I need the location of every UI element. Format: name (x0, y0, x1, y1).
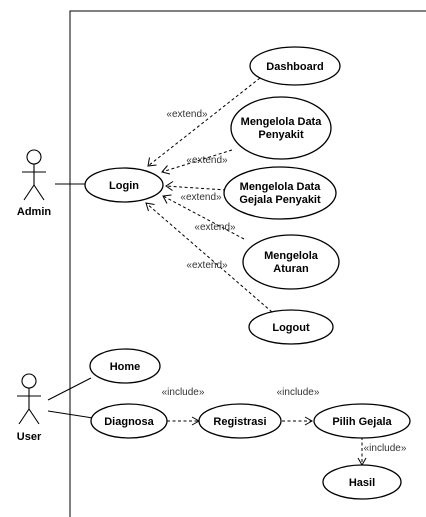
usecase-pilih-gejala: Pilih Gejala (313, 403, 411, 439)
usecase-pilih-gejala-label: Pilih Gejala (332, 416, 392, 428)
usecase-logout-label: Logout (272, 322, 310, 334)
actor-user-left-leg (18, 408, 30, 425)
usecase-aturan-label-line2: Aturan (273, 263, 309, 275)
system-boundary (69, 10, 426, 517)
include-label: «include» (364, 443, 407, 454)
extend-gejala-login (165, 181, 227, 191)
actor-admin-head (26, 149, 42, 165)
actor-user-label: User (17, 431, 42, 443)
actor-user-right-leg (28, 408, 40, 425)
actor-admin-right-leg (33, 184, 45, 201)
usecase-diagnosa: Diagnosa (90, 403, 168, 439)
include-registrasi-pilih-gejala (282, 416, 314, 426)
usecase-home-label: Home (110, 361, 141, 373)
usecase-mengelola-data-penyakit: Mengelola Data Penyakit (230, 96, 332, 160)
usecase-penyakit-label-line1: Mengelola Data (241, 116, 323, 128)
actor-user: User (17, 373, 42, 443)
actor-user-head (21, 373, 37, 389)
usecase-login-label: Login (109, 180, 139, 192)
include-diagnosa-registrasi (167, 416, 201, 426)
usecase-logout: Logout (248, 309, 334, 345)
usecase-aturan-label-line1: Mengelola (264, 250, 319, 262)
extend-label: «extend» (194, 222, 236, 233)
association-user-diagnosa (47, 410, 94, 419)
extend-label: «extend» (186, 155, 228, 166)
extend-logout-login (145, 202, 273, 313)
extend-label: «extend» (166, 109, 208, 120)
usecase-hasil-label: Hasil (349, 477, 375, 489)
extend-penyakit-login (161, 149, 233, 175)
usecase-dashboard-label: Dashboard (266, 61, 323, 73)
extend-label: «extend» (180, 192, 222, 203)
usecase-registrasi-label: Registrasi (213, 416, 266, 428)
usecase-penyakit-label-line2: Penyakit (258, 129, 304, 141)
actor-admin: Admin (17, 149, 52, 218)
usecase-hasil: Hasil (322, 464, 402, 500)
usecase-diagnosa-label: Diagnosa (104, 416, 154, 428)
association-user-home (47, 377, 92, 401)
extend-label: «extend» (186, 260, 228, 271)
extend-dashboard-login (147, 77, 261, 167)
include-label: «include» (277, 387, 320, 398)
usecase-mengelola-data-gejala-penyakit: Mengelola Data Gejala Penyakit (223, 166, 337, 220)
usecase-registrasi: Registrasi (198, 403, 282, 439)
usecase-mengelola-aturan: Mengelola Aturan (242, 234, 340, 290)
usecase-home: Home (89, 348, 161, 384)
extend-aturan-login (162, 194, 245, 240)
include-label: «include» (162, 387, 205, 398)
usecase-gejala-label-line1: Mengelola Data (240, 181, 322, 193)
usecase-gejala-label-line2: Gejala Penyakit (239, 194, 321, 206)
usecase-dashboard: Dashboard (249, 46, 341, 86)
usecase-login: Login (84, 167, 164, 203)
actor-admin-label: Admin (17, 206, 52, 218)
actor-admin-left-leg (23, 184, 35, 201)
